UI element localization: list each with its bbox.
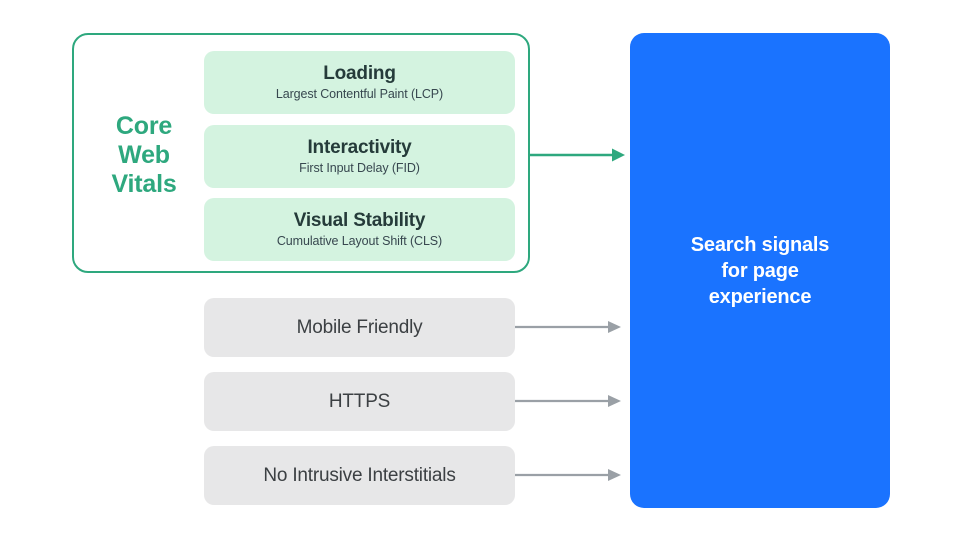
metric-title-interactivity: Interactivity: [307, 137, 412, 158]
metric-subtitle-loading: Largest Contentful Paint (LCP): [275, 87, 444, 101]
metric-card-loading[interactable]: Loading Largest Contentful Paint (LCP): [204, 51, 515, 114]
metric-card-interactivity[interactable]: Interactivity First Input Delay (FID): [204, 125, 515, 188]
gray-arrow-right-mobile-friendly-icon: [515, 321, 621, 333]
metric-card-visual-stability[interactable]: Visual Stability Cumulative Layout Shift…: [204, 198, 515, 261]
gray-arrow-right-interstitials-icon: [515, 469, 621, 481]
search-signals-box[interactable]: Search signals for page experience: [630, 33, 890, 508]
signal-label-https: HTTPS: [328, 391, 391, 412]
metric-subtitle-visual-stability: Cumulative Layout Shift (CLS): [276, 234, 443, 248]
signal-box-no-intrusive-interstitials[interactable]: No Intrusive Interstitials: [204, 446, 515, 505]
signal-label-mobile-friendly: Mobile Friendly: [296, 317, 423, 338]
metric-title-visual-stability: Visual Stability: [293, 210, 426, 231]
green-arrow-right-icon: [528, 148, 625, 162]
signal-label-no-intrusive-interstitials: No Intrusive Interstitials: [263, 465, 456, 486]
metric-subtitle-interactivity: First Input Delay (FID): [299, 161, 420, 175]
signal-box-https[interactable]: HTTPS: [204, 372, 515, 431]
metric-title-loading: Loading: [323, 63, 396, 84]
gray-arrow-right-https-icon: [515, 395, 621, 407]
signal-box-mobile-friendly[interactable]: Mobile Friendly: [204, 298, 515, 357]
core-web-vitals-group-label: Core Web Vitals: [111, 112, 177, 198]
search-signals-text: Search signals for page experience: [690, 233, 830, 308]
